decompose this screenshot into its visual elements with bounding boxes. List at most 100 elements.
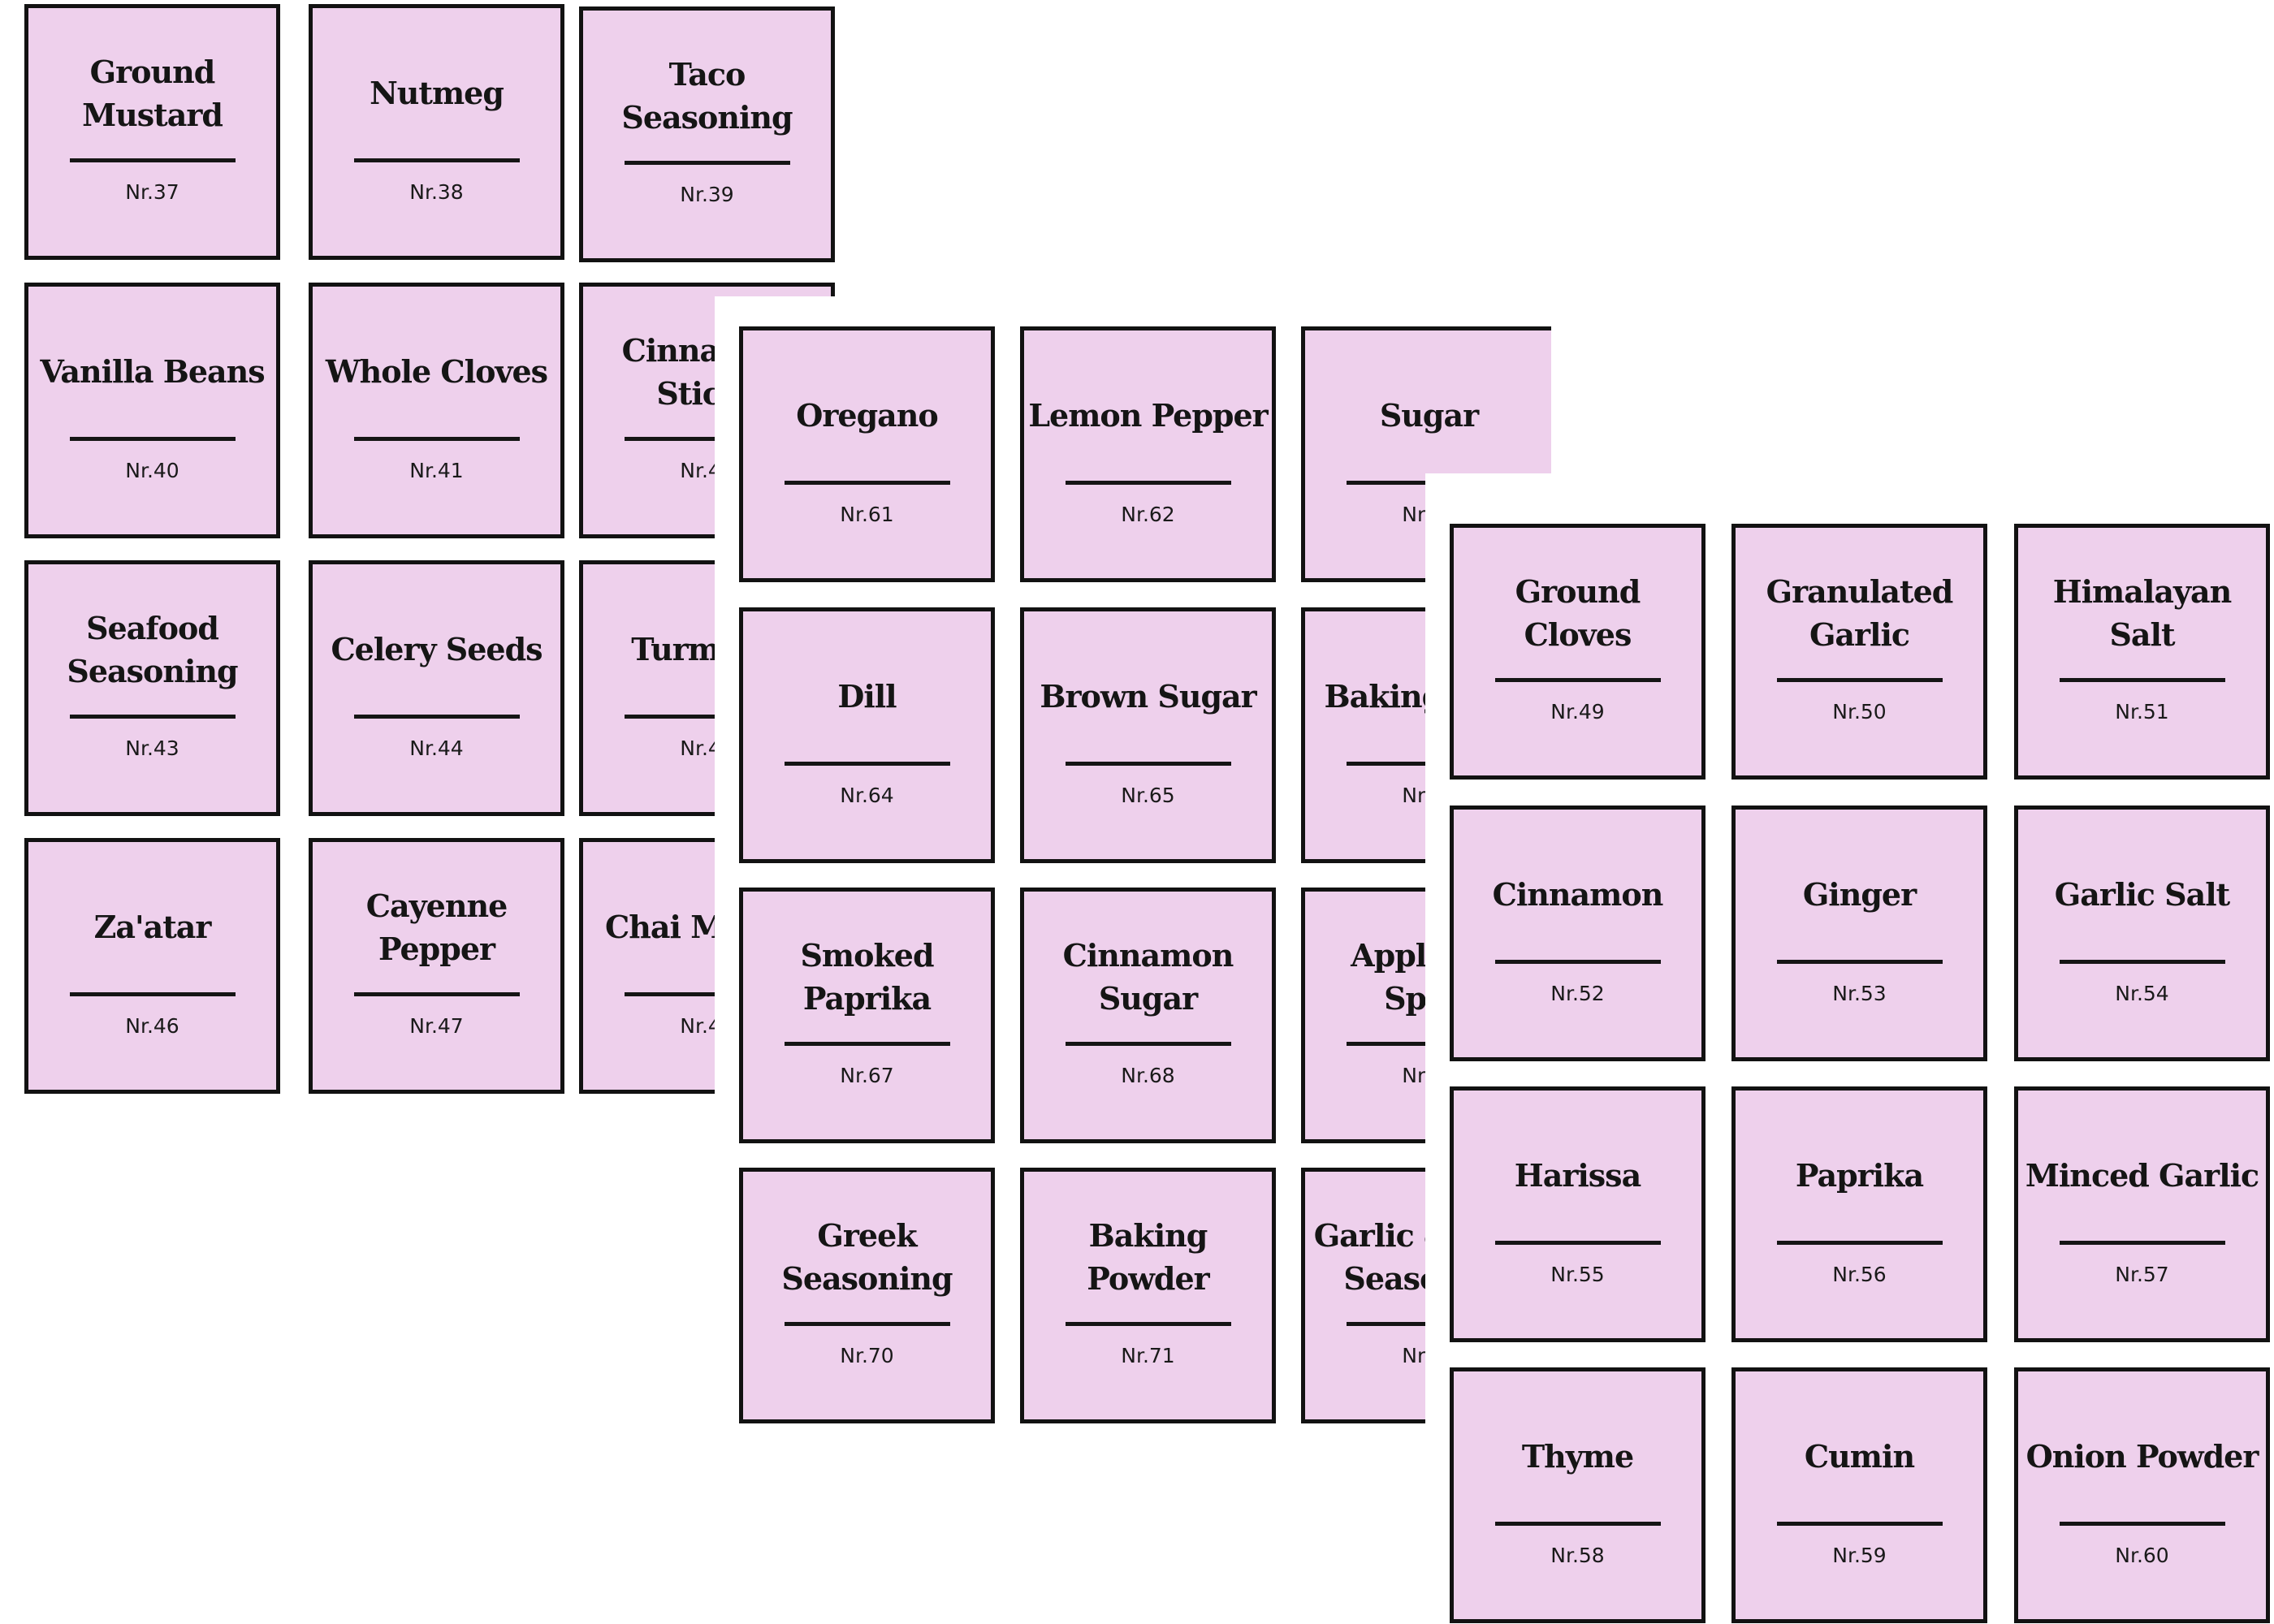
spice-name: Cumin bbox=[1804, 1438, 1915, 1475]
label-divider bbox=[1065, 481, 1231, 485]
spice-label: Baking Powder Nr.71 bbox=[1020, 1168, 1276, 1423]
label-divider bbox=[624, 992, 790, 996]
label-divider bbox=[1776, 1522, 1943, 1526]
spice-label: Nutmeg Nr.38 bbox=[309, 4, 564, 260]
spice-label: Minced Garlic Nr.57 bbox=[2014, 1086, 2270, 1342]
label-divider bbox=[69, 715, 236, 719]
label-divider bbox=[784, 481, 950, 485]
spice-name: Baking Powder bbox=[1087, 1216, 1209, 1297]
spice-number: Nr.65 bbox=[1121, 784, 1175, 807]
spice-number: Nr.50 bbox=[1832, 700, 1887, 723]
spice-label: Oregano Nr.61 bbox=[739, 326, 995, 582]
spice-label: Cumin Nr.59 bbox=[1731, 1367, 1987, 1623]
spice-name: Whole Cloves bbox=[325, 353, 548, 391]
spice-label: Celery Seeds Nr.44 bbox=[309, 560, 564, 816]
label-divider bbox=[2059, 1241, 2225, 1245]
label-divider bbox=[1776, 678, 1943, 682]
spice-name: Ground Cloves bbox=[1515, 572, 1641, 653]
spice-label: Dill Nr.64 bbox=[739, 607, 995, 863]
spice-number: Nr.49 bbox=[1550, 700, 1605, 723]
spice-label: Ground Cloves Nr.49 bbox=[1450, 524, 1706, 780]
spice-name: Minced Garlic bbox=[2025, 1157, 2259, 1194]
spice-number: Nr.68 bbox=[1121, 1064, 1175, 1087]
spice-label: Cinnamon Nr.52 bbox=[1450, 806, 1706, 1061]
label-divider bbox=[1776, 1241, 1943, 1245]
spice-name: Taco Seasoning bbox=[621, 55, 793, 136]
spice-number: Nr.58 bbox=[1550, 1544, 1605, 1567]
spice-name: Nutmeg bbox=[370, 75, 504, 112]
label-divider bbox=[2059, 960, 2225, 964]
spice-label: Paprika Nr.56 bbox=[1731, 1086, 1987, 1342]
label-sheet-front: Ground Cloves Nr.49 Granulated Garlic Nr… bbox=[1425, 473, 2274, 1624]
spice-label: Cinnamon Sugar Nr.68 bbox=[1020, 888, 1276, 1143]
label-divider bbox=[1494, 960, 1661, 964]
spice-number: Nr.51 bbox=[2115, 700, 2169, 723]
spice-label: Whole Cloves Nr.41 bbox=[309, 283, 564, 538]
spice-name: Oregano bbox=[796, 397, 938, 434]
label-divider bbox=[353, 715, 520, 719]
spice-name: Lemon Pepper bbox=[1028, 397, 1268, 434]
label-divider bbox=[353, 158, 520, 162]
spice-name: Cayenne Pepper bbox=[365, 887, 508, 967]
spice-name: Za'atar bbox=[93, 909, 212, 946]
spice-label: Garlic Salt Nr.54 bbox=[2014, 806, 2270, 1061]
spice-name: Granulated Garlic bbox=[1766, 572, 1954, 653]
label-sheet-back: Ground Mustard Nr.37 Nutmeg Nr.38 Taco S… bbox=[0, 0, 837, 1169]
spice-label: Seafood Seasoning Nr.43 bbox=[24, 560, 280, 816]
label-divider bbox=[69, 992, 236, 996]
label-divider bbox=[1494, 678, 1661, 682]
spice-number: Nr.56 bbox=[1832, 1263, 1887, 1286]
spice-name: Garlic Salt bbox=[2054, 876, 2230, 914]
label-divider bbox=[1776, 960, 1943, 964]
label-divider bbox=[1065, 1322, 1231, 1326]
label-divider bbox=[624, 715, 790, 719]
spice-number: Nr.41 bbox=[409, 459, 464, 482]
spice-label: Granulated Garlic Nr.50 bbox=[1731, 524, 1987, 780]
spice-number: Nr.52 bbox=[1550, 982, 1605, 1005]
spice-label: Himalayan Salt Nr.51 bbox=[2014, 524, 2270, 780]
spice-number: Nr.54 bbox=[2115, 982, 2169, 1005]
spice-name: Onion Powder bbox=[2025, 1438, 2259, 1475]
spice-number: Nr.67 bbox=[840, 1064, 894, 1087]
spice-label: Thyme Nr.58 bbox=[1450, 1367, 1706, 1623]
spice-name: Ginger bbox=[1802, 876, 1917, 914]
spice-label: Brown Sugar Nr.65 bbox=[1020, 607, 1276, 863]
spice-number: Nr.57 bbox=[2115, 1263, 2169, 1286]
spice-number: Nr.60 bbox=[2115, 1544, 2169, 1567]
label-divider bbox=[784, 1042, 950, 1046]
spice-label: Greek Seasoning Nr.70 bbox=[739, 1168, 995, 1423]
spice-number: Nr.40 bbox=[125, 459, 179, 482]
spice-number: Nr.62 bbox=[1121, 503, 1175, 526]
spice-label: Ginger Nr.53 bbox=[1731, 806, 1987, 1061]
spice-number: Nr.59 bbox=[1832, 1544, 1887, 1567]
label-divider bbox=[69, 437, 236, 441]
spice-number: Nr.61 bbox=[840, 503, 894, 526]
spice-number: Nr.55 bbox=[1550, 1263, 1605, 1286]
spice-label: Lemon Pepper Nr.62 bbox=[1020, 326, 1276, 582]
spice-name: Cinnamon bbox=[1492, 876, 1664, 914]
label-divider bbox=[1065, 1042, 1231, 1046]
spice-name: Celery Seeds bbox=[331, 631, 543, 668]
spice-name: Seafood Seasoning bbox=[67, 609, 238, 689]
spice-label: Ground Mustard Nr.37 bbox=[24, 4, 280, 260]
spice-number: Nr.46 bbox=[125, 1014, 179, 1038]
label-divider bbox=[624, 437, 790, 441]
label-divider bbox=[1065, 762, 1231, 766]
spice-name: Cinnamon Sugar bbox=[1062, 936, 1234, 1017]
label-divider bbox=[353, 437, 520, 441]
spice-label: Onion Powder Nr.60 bbox=[2014, 1367, 2270, 1623]
spice-number: Nr.37 bbox=[125, 180, 179, 204]
label-divider bbox=[624, 161, 790, 165]
spice-name: Paprika bbox=[1795, 1157, 1924, 1194]
spice-label: Vanilla Beans Nr.40 bbox=[24, 283, 280, 538]
spice-name: Smoked Paprika bbox=[800, 936, 934, 1017]
spice-name: Harissa bbox=[1514, 1157, 1641, 1194]
spice-name: Dill bbox=[837, 678, 897, 715]
label-divider bbox=[353, 992, 520, 996]
spice-label: Cayenne Pepper Nr.47 bbox=[309, 838, 564, 1094]
spice-label: Smoked Paprika Nr.67 bbox=[739, 888, 995, 1143]
spice-number: Nr.47 bbox=[409, 1014, 464, 1038]
label-divider bbox=[2059, 1522, 2225, 1526]
label-divider bbox=[69, 158, 236, 162]
label-divider bbox=[1494, 1241, 1661, 1245]
